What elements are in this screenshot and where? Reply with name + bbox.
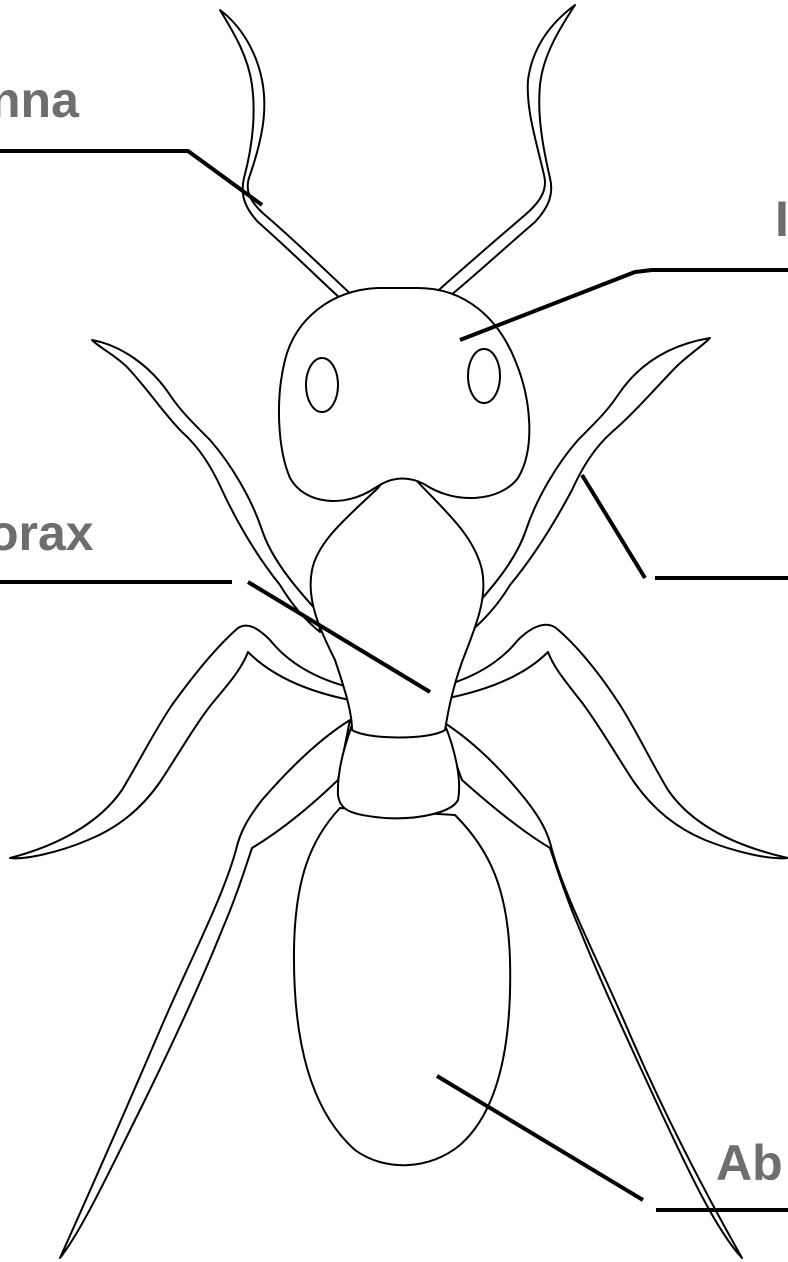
ant-antennae: [220, 5, 575, 300]
right-antenna: [430, 5, 575, 300]
ant-petiole: [338, 725, 459, 818]
left-eye: [306, 358, 338, 412]
label-head: I: [775, 191, 788, 247]
antenna-leader-line: [0, 151, 262, 205]
middle-right-leg: [436, 625, 788, 859]
leg-leader-line: [582, 475, 645, 578]
right-eye: [468, 349, 500, 403]
head-leader-line: [460, 270, 788, 340]
label-thorax: orax: [0, 505, 94, 561]
ant-abdomen: [294, 808, 510, 1165]
label-abdomen: Ab: [716, 1135, 783, 1191]
label-antenna: nna: [0, 72, 80, 128]
ant-body: [279, 288, 529, 1165]
left-antenna: [220, 10, 355, 300]
middle-left-leg: [10, 626, 352, 859]
